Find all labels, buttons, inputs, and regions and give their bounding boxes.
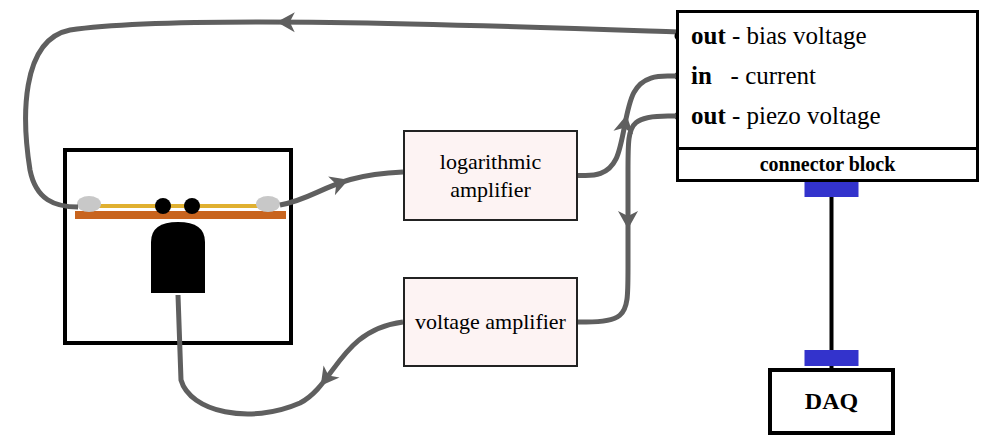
plug-connector — [805, 350, 859, 366]
terminal-label: in - current — [679, 56, 976, 96]
edge-arrowhead — [618, 211, 638, 229]
daq-box: DAQ — [768, 368, 895, 435]
terminal-list: out - bias voltagein - currentout - piez… — [679, 13, 976, 147]
terminal-direction: out — [691, 22, 726, 49]
connector — [805, 182, 859, 368]
terminal-direction: in — [691, 62, 712, 89]
gold-film — [85, 204, 275, 208]
current-wire — [280, 172, 403, 205]
tip-contact — [184, 198, 200, 214]
amplifier-label: logarithmic amplifier — [415, 148, 566, 204]
contact-pad — [77, 196, 101, 212]
plug-connector — [805, 182, 859, 197]
tip-contact — [155, 198, 171, 214]
substrate — [75, 211, 286, 219]
signal-wire — [578, 116, 676, 322]
terminal-direction: out — [691, 102, 726, 129]
terminal-label: out - bias voltage — [679, 16, 976, 56]
wire-arrowhead — [328, 170, 352, 195]
piezo-actuator — [151, 222, 205, 293]
wire-arrowhead — [277, 12, 295, 32]
wire-arrowhead — [313, 365, 340, 391]
contact-pad — [256, 196, 280, 212]
connector-block: out - bias voltagein - currentout - piez… — [676, 10, 979, 182]
amplifier-box: voltage amplifier — [403, 277, 578, 367]
terminal-signal: - current — [712, 62, 816, 89]
terminal-signal: - bias voltage — [726, 22, 867, 49]
daq-label: DAQ — [805, 388, 858, 415]
block-title: connector block — [760, 153, 896, 176]
terminal-signal: - piezo voltage — [726, 102, 881, 129]
block-footer: connector block — [679, 147, 976, 179]
connector — [578, 116, 676, 322]
amplifier-label: voltage amplifier — [415, 308, 566, 336]
piezo-wire — [178, 295, 403, 414]
terminal-label: out - piezo voltage — [679, 96, 976, 136]
bias-wire — [26, 22, 678, 207]
amplifier-box: logarithmic amplifier — [403, 130, 578, 221]
cable-line — [830, 182, 834, 368]
